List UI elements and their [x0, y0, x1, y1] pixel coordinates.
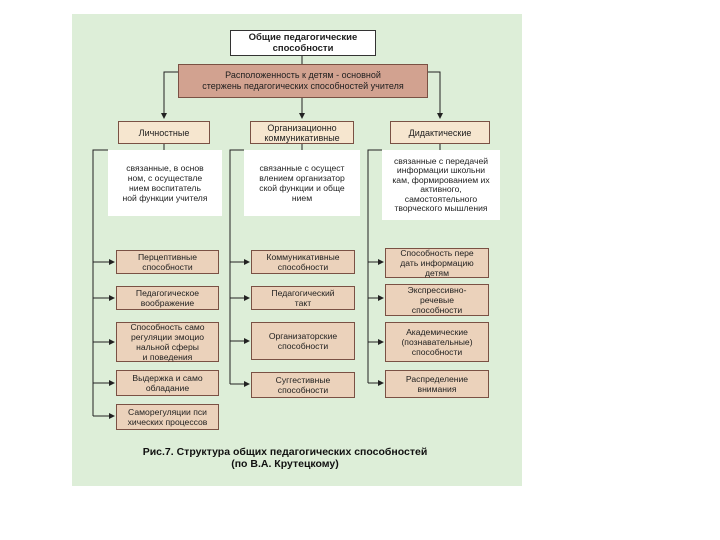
- item-personal-5: Саморегуляции пси хических процессов: [116, 404, 219, 430]
- personal-trunk: [92, 149, 108, 416]
- item-didactic-1: Способность пере дать информацию детям: [385, 248, 489, 278]
- item-personal-2: Педагогическое воображение: [116, 286, 219, 310]
- category-personal: Личностные: [118, 121, 210, 144]
- category-didactic: Дидактические: [390, 121, 490, 144]
- description-personal: связанные, в основ ном, с осуществле ние…: [108, 150, 222, 216]
- item-personal-1: Перцептивные способности: [116, 250, 219, 274]
- core-box: Расположенность к детям - основной стерж…: [178, 64, 428, 98]
- item-didactic-3: Академические (познавательные) способнос…: [385, 322, 489, 362]
- item-organizational-2: Педагогический такт: [251, 286, 355, 310]
- description-organizational: связанные с осущест влением организатор …: [244, 150, 360, 216]
- didactic-trunk: [367, 149, 382, 383]
- figure-caption: Рис.7. Структура общих педагогических сп…: [142, 446, 428, 470]
- item-personal-3: Способность само регуляции эмоцио нально…: [116, 322, 219, 362]
- root-title-box: Общие педагогические способности: [230, 30, 376, 56]
- item-didactic-2: Экспрессивно- речевые способности: [385, 284, 489, 316]
- item-organizational-4: Суггестивные способности: [251, 372, 355, 398]
- category-organizational: Организационно коммуникативные: [250, 121, 354, 144]
- core-to-personal-arrow: [161, 71, 178, 119]
- org-trunk: [229, 149, 244, 384]
- description-didactic: связанные с передачей информации школьни…: [382, 150, 500, 220]
- item-organizational-1: Коммуникативные способности: [251, 250, 355, 274]
- item-organizational-3: Организаторские способности: [251, 322, 355, 360]
- item-didactic-4: Распределение внимания: [385, 370, 489, 398]
- core-to-didactic-arrow: [428, 71, 443, 119]
- item-personal-4: Выдержка и само обладание: [116, 370, 219, 396]
